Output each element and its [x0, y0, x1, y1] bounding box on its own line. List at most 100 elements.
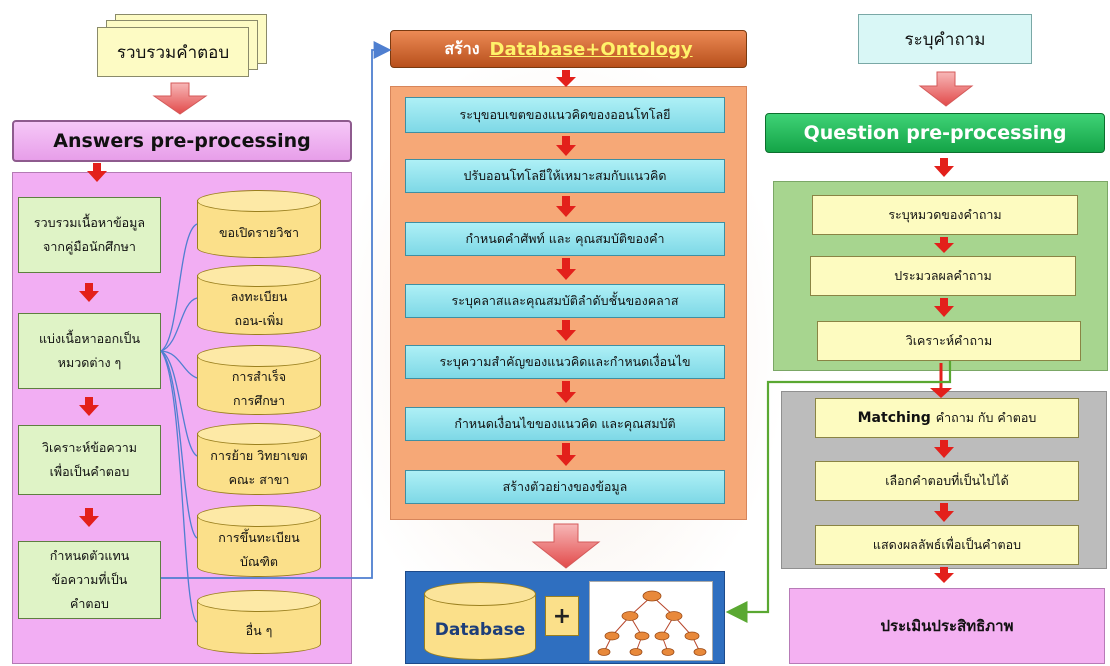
category-label-open-course: ขอเปิดรายวิชา [219, 224, 299, 240]
fan-to-transfer [160, 350, 198, 457]
answer-step-analyze-text: วิเคราะห์ข้อความเพื่อเป็นคำตอบ [18, 425, 161, 495]
ontology-step-adjust: ปรับออนโทโลยีให้เหมาะสมกับแนวคิด [405, 159, 725, 193]
matching-rest-label: คำถาม กับ คำตอบ [935, 410, 1037, 425]
category-cylinder-transfer: การย้าย วิทยาเขตคณะ สาขา [197, 423, 321, 495]
cylinder-top [197, 590, 321, 612]
fan-to-registration [160, 297, 198, 352]
cylinder-top [424, 582, 536, 606]
ontology-graph-thumbnail [589, 581, 713, 661]
evaluate-efficiency-label: ประเมินประสิทธิภาพ [880, 617, 1014, 635]
plus-sign: + [552, 603, 572, 629]
question-preprocessing-header: Question pre-processing [765, 113, 1105, 153]
cylinder-top [197, 423, 321, 445]
category-cylinder-graduate-registration: การขึ้นทะเบียนบัณฑิต [197, 505, 321, 577]
question-step-process-label: ประมวลผลคำถาม [894, 268, 992, 283]
answers-preprocessing-title: Answers pre-processing [53, 130, 311, 152]
fan-to-graduation [160, 350, 198, 379]
select-possible-answer-label: เลือกคำตอบที่เป็นไปได้ [885, 473, 1009, 488]
question-preprocessing-title: Question pre-processing [803, 122, 1067, 144]
plus-sign-box: + [545, 596, 579, 636]
red-arrow [79, 397, 99, 416]
ontology-step-importance-label: ระบุความสำคัญของแนวคิดและกำหนดเงื่อนไข [439, 354, 691, 369]
red-arrow [934, 237, 954, 253]
category-label-graduation: การสำเร็จการศึกษา [231, 368, 287, 408]
cylinder-top [197, 505, 321, 527]
database-label: Database [434, 619, 526, 640]
red-arrow [556, 320, 576, 341]
red-arrow [79, 508, 99, 527]
evaluate-efficiency-box: ประเมินประสิทธิภาพ [789, 588, 1105, 664]
cylinder-body: การย้าย วิทยาเขตคณะ สาขา [197, 433, 321, 495]
red-arrow [556, 443, 576, 466]
category-cylinder-others: อื่น ๆ [197, 590, 321, 654]
ontology-step-scope-label: ระบุขอบเขตของแนวคิดของออนโทโลยี [459, 107, 671, 122]
fan-to-others [160, 350, 198, 623]
red-arrow [556, 70, 576, 87]
answer-step-collect-content-label: รวบรวมเนื้อหาข้อมูลจากคู่มือนักศึกษา [33, 215, 146, 254]
big-arrow-left [152, 82, 208, 115]
answer-step-analyze-text-label: วิเคราะห์ข้อความเพื่อเป็นคำตอบ [41, 440, 138, 479]
red-arrowhead-analyze-to-matching [930, 388, 952, 398]
answer-step-split-categories-label: แบ่งเนื้อหาออกเป็นหมวดต่าง ๆ [38, 331, 140, 370]
ontology-step-importance: ระบุความสำคัญของแนวคิดและกำหนดเงื่อนไข [405, 345, 725, 379]
question-step-process: ประมวลผลคำถาม [810, 256, 1076, 296]
red-arrow [556, 381, 576, 403]
category-cylinder-graduation: การสำเร็จการศึกษา [197, 345, 321, 415]
build-header-prefix: สร้าง [444, 38, 480, 58]
category-label-transfer: การย้าย วิทยาเขตคณะ สาขา [210, 447, 308, 487]
big-arrow-middle [531, 523, 601, 569]
ontology-step-terms-label: กำหนดคำศัพท์ และ คุณสมบัติของคำ [465, 231, 665, 246]
ontology-step-adjust-label: ปรับออนโทโลยีให้เหมาะสมกับแนวคิด [463, 168, 667, 183]
ontology-step-classes: ระบุคลาสและคุณสมบัติลำดับชั้นของคลาส [405, 284, 725, 318]
red-arrow [934, 440, 954, 458]
question-to-ontology-connector [725, 361, 952, 623]
red-arrow [934, 298, 954, 317]
question-step-category-label: ระบุหมวดของคำถาม [888, 207, 1002, 222]
matching-step: Matching คำถาม กับ คำตอบ [815, 398, 1079, 438]
ontology-step-sample-data-label: สร้างตัวอย่างของข้อมูล [502, 479, 628, 494]
fan-to-open-course [160, 223, 198, 352]
build-header-db-label: Database+Ontology [489, 38, 693, 60]
red-arrow [556, 258, 576, 280]
answer-step-split-categories: แบ่งเนื้อหาออกเป็นหมวดต่าง ๆ [18, 313, 161, 389]
big-arrow-right [918, 71, 974, 107]
collect-answers-label: รวบรวมคำตอบ [116, 42, 230, 63]
collect-answers-box: รวบรวมคำตอบ [97, 27, 249, 77]
select-possible-answer-step: เลือกคำตอบที่เป็นไปได้ [815, 461, 1079, 501]
identify-question-label: ระบุคำถาม [904, 29, 986, 50]
red-step-arrows [79, 70, 954, 583]
representatives-to-ontology-connector [161, 41, 392, 579]
question-step-analyze: วิเคราะห์คำถาม [817, 321, 1081, 361]
category-cylinder-registration: ลงทะเบียนถอน-เพิ่ม [197, 265, 321, 335]
matching-bold-label: Matching [857, 410, 931, 426]
cylinder-body: Database [424, 593, 536, 660]
question-step-analyze-label: วิเคราะห์คำถาม [905, 333, 993, 348]
ontology-step-sample-data: สร้างตัวอย่างของข้อมูล [405, 470, 725, 504]
red-arrow [934, 158, 954, 177]
ontology-step-terms: กำหนดคำศัพท์ และ คุณสมบัติของคำ [405, 222, 725, 256]
answer-step-define-representatives-label: กำหนดตัวแทนข้อความที่เป็นคำตอบ [49, 548, 130, 611]
red-arrow [79, 283, 99, 302]
identify-question-box: ระบุคำถาม [858, 14, 1032, 64]
ontology-step-scope: ระบุขอบเขตของแนวคิดของออนโทโลยี [405, 97, 725, 133]
fan-to-graduate-registration [160, 350, 198, 539]
ontology-step-conditions-label: กำหนดเงื่อนไขของแนวคิด และคุณสมบัติ [454, 416, 676, 431]
category-label-registration: ลงทะเบียนถอน-เพิ่ม [230, 288, 288, 328]
ontology-step-conditions: กำหนดเงื่อนไขของแนวคิด และคุณสมบัติ [405, 407, 725, 441]
red-arrow [556, 136, 576, 156]
red-arrow [556, 196, 576, 217]
answers-preprocessing-header: Answers pre-processing [12, 120, 352, 162]
answer-step-define-representatives: กำหนดตัวแทนข้อความที่เป็นคำตอบ [18, 541, 161, 619]
display-result-step: แสดงผลลัพธ์เพื่อเป็นคำตอบ [815, 525, 1079, 565]
cylinder-top [197, 265, 321, 287]
ontology-graph-icon [597, 590, 707, 656]
question-step-category: ระบุหมวดของคำถาม [812, 195, 1078, 235]
category-label-graduate-registration: การขึ้นทะเบียนบัณฑิต [218, 529, 300, 569]
category-label-others: อื่น ๆ [245, 622, 273, 638]
answer-step-collect-content: รวบรวมเนื้อหาข้อมูลจากคู่มือนักศึกษา [18, 197, 161, 273]
cylinder-top [197, 345, 321, 367]
database-cylinder: Database [424, 582, 536, 660]
category-cylinder-open-course: ขอเปิดรายวิชา [197, 190, 321, 258]
ontology-step-classes-label: ระบุคลาสและคุณสมบัติลำดับชั้นของคลาส [451, 293, 679, 308]
